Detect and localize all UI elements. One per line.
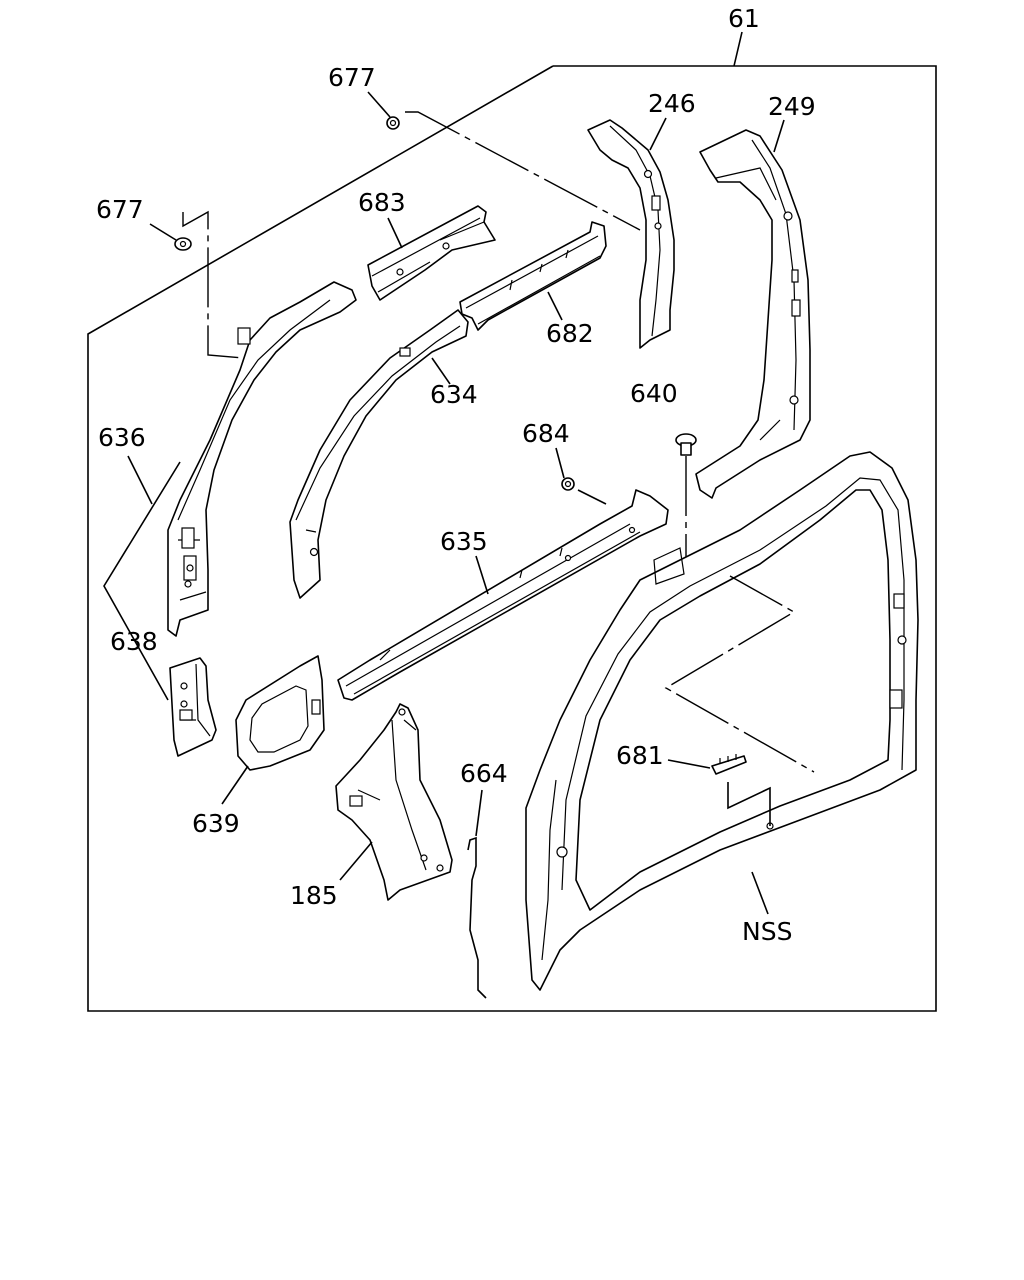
centerline-677-top <box>405 111 641 231</box>
leader-634 <box>431 357 451 385</box>
leader-684 <box>577 489 607 505</box>
retainer-left-part <box>174 237 192 251</box>
label-683: 683 <box>358 188 406 217</box>
clip-part <box>675 433 697 456</box>
leader-681 <box>667 759 711 769</box>
label-681: 681 <box>616 741 664 770</box>
leader-684-b <box>555 447 565 479</box>
leader-681-bracket <box>727 782 771 826</box>
leader-185 <box>339 841 373 881</box>
leader-677-left <box>149 223 177 241</box>
leader-639 <box>221 765 249 805</box>
leader-677-top <box>367 91 391 118</box>
pillar-a-inner-part <box>167 281 357 637</box>
leader-638-bracket <box>103 461 181 701</box>
pillar-center-part <box>695 129 811 499</box>
label-61: 61 <box>728 4 760 33</box>
leader-636 <box>127 455 153 505</box>
label-684: 684 <box>522 419 570 448</box>
leader-246 <box>649 117 667 151</box>
centerline-677-left <box>182 210 245 359</box>
label-249: 249 <box>768 92 816 121</box>
label-638: 638 <box>110 627 158 656</box>
label-635: 635 <box>440 527 488 556</box>
roof-rail-rear-part <box>459 221 607 331</box>
label-677-left: 677 <box>96 195 144 224</box>
grommet-part <box>561 477 575 491</box>
pillar-front-upper-part <box>587 119 675 349</box>
leader-635 <box>475 555 489 595</box>
label-634: 634 <box>430 380 478 409</box>
label-246: 246 <box>648 89 696 118</box>
label-640: 640 <box>630 379 678 408</box>
leader-664 <box>475 789 483 837</box>
label-639: 639 <box>192 809 240 838</box>
roof-side-bracket-part <box>367 205 496 301</box>
label-664: 664 <box>460 759 508 788</box>
centerline-NSS-1 <box>664 575 815 773</box>
leader-249 <box>773 119 785 153</box>
wire-part <box>467 836 487 999</box>
leader-683 <box>387 217 403 249</box>
reinforcement-part <box>235 655 325 771</box>
side-panel-outer-part <box>525 451 919 991</box>
plate-part <box>711 754 747 775</box>
leader-682 <box>547 291 563 321</box>
pillar-a-lower-part <box>169 657 217 757</box>
roof-rail-inner-part <box>289 309 469 599</box>
label-636: 636 <box>98 423 146 452</box>
retainer-top-part <box>386 116 400 130</box>
assembly-boundary <box>87 65 937 1012</box>
leader-NSS <box>751 871 769 915</box>
label-682: 682 <box>546 319 594 348</box>
label-NSS: NSS <box>742 917 792 946</box>
side-sill-inner-part <box>337 489 669 701</box>
label-185: 185 <box>290 881 338 910</box>
hinge-pillar-part <box>335 703 453 901</box>
leader-61 <box>733 31 743 67</box>
label-677-top: 677 <box>328 63 376 92</box>
